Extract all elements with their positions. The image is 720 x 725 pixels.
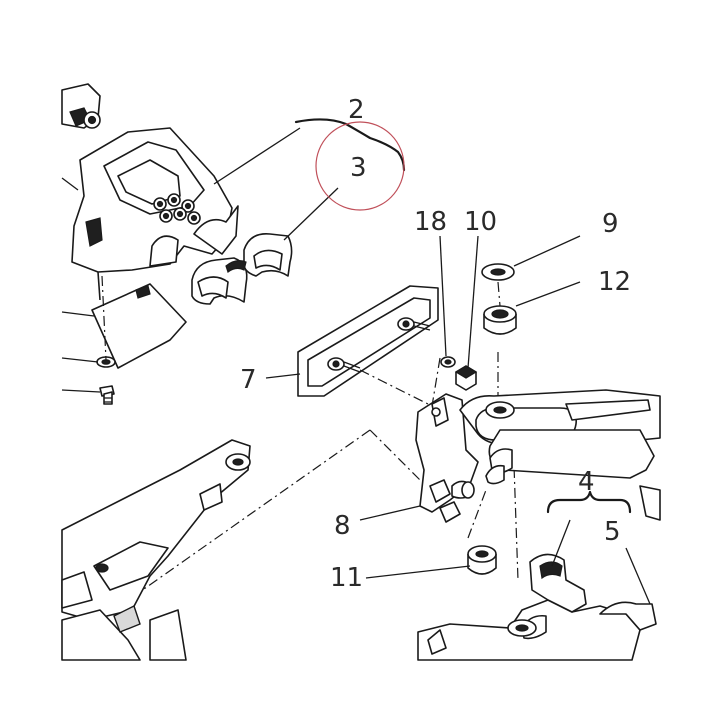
callout-8: 8 [334,511,351,541]
callout-2: 2 [348,95,365,125]
highlight-circle [315,121,405,211]
brace-2 [294,118,406,172]
lower-clamp-part [417,553,657,661]
leader-3 [283,187,339,241]
stud-right [397,317,431,331]
leader-7 [265,373,301,379]
leader-8 [359,505,421,521]
housing-bolt-cluster [153,193,201,225]
leader-12 [515,281,581,307]
clamp-halves-part [191,233,293,305]
brace-4 [546,490,632,514]
nut-part-10 [454,365,478,391]
callout-18: 18 [414,207,447,237]
bolt-part-9 [481,263,515,281]
washer-part-18 [440,356,456,368]
callout-4: 4 [578,467,595,497]
leader-2 [213,127,301,185]
callout-9: 9 [602,209,619,239]
leader-18 [439,235,447,357]
bushing-part-11 [467,545,497,575]
tubular-frame [459,389,661,521]
callout-12: 12 [598,267,631,297]
bracket-part-8 [415,393,479,523]
leader-5 [625,547,651,605]
grommet-part-12 [483,305,517,335]
plate-part-7 [297,285,439,397]
callout-10: 10 [464,207,497,237]
lower-left-frame [61,439,251,661]
callout-5: 5 [604,517,621,547]
leader-9 [513,235,581,267]
callout-11: 11 [330,563,363,593]
callout-3: 3 [350,153,367,183]
stud-left [327,357,361,373]
upper-housing-part [61,83,239,301]
leader-11 [365,565,471,579]
leader-4 [551,519,571,567]
leader-10 [467,235,479,369]
callout-7: 7 [240,365,257,395]
cover-plate-part [61,177,187,405]
